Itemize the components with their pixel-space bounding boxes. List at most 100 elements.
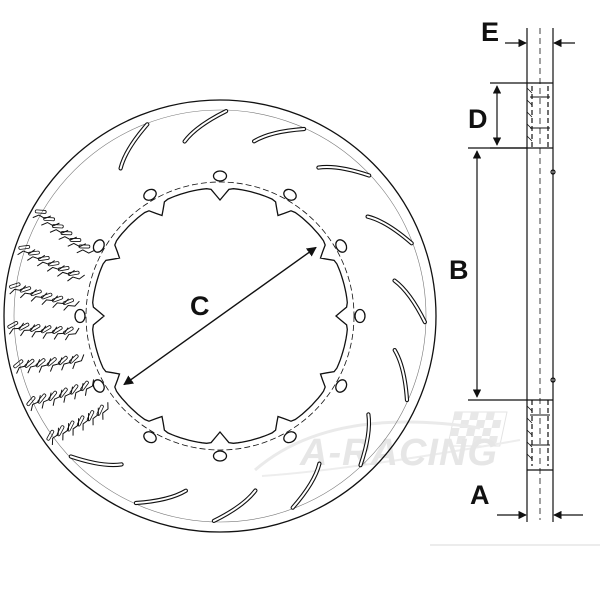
dimension-label-a: A [470,480,490,510]
drill-pattern-slot [18,322,30,331]
dimension-label-b: B [449,255,469,285]
drill-pattern-mark [51,427,59,445]
drill-pattern-mark [62,423,70,441]
drill-pattern-mark [72,418,80,436]
disc-slot-inner [359,413,370,467]
mounting-hole [212,170,228,182]
drill-pattern-mark [49,229,69,234]
drill-pattern-slot [51,224,64,229]
drill-pattern-mark [42,326,58,339]
dimension-c-arrow [123,246,317,386]
mounting-hole [354,308,366,324]
dimension-label-d: D [468,104,488,134]
drill-pattern-mark [46,265,65,272]
disc-slot-inner [134,489,187,504]
drill-pattern-slot [35,358,46,368]
drill-pattern-mark [84,379,95,396]
drill-pattern-mark [52,389,63,406]
drill-pattern-mark [16,359,30,374]
drill-pattern-slot [40,325,52,334]
dimension-a [497,470,583,522]
drill-pattern-slot [7,321,19,329]
disc-slot [211,488,258,523]
dimension-label-e: E [481,17,499,47]
drill-pattern-mark [61,355,74,371]
disc-slot-inner [393,279,426,324]
drill-pattern-slot [18,245,31,250]
drill-pattern-mark [36,260,55,267]
drill-pattern-mark [63,300,80,311]
drill-pattern-slot [48,390,58,401]
watermark-logo: A-RACING [254,411,521,477]
disc-slot-inner [119,123,149,170]
drill-pattern-mark [72,354,85,370]
brake-disc [3,99,437,533]
disc-slot [365,214,414,246]
drill-pattern-mark [64,327,80,341]
drill-pattern-slot [19,286,32,293]
drill-pattern-mark [27,254,46,261]
drill-pattern-slot [46,429,55,441]
drill-pattern-slot [41,292,53,300]
drill-pattern-mark [67,274,85,282]
drill-pattern-mark [30,395,41,412]
drill-pattern-mark [19,289,37,299]
drill-pattern-mark [57,269,75,277]
disc-slot-inner [317,166,371,177]
drill-pattern-slot [9,282,21,289]
disc-outer-edge [3,99,437,533]
drill-pattern-slot [30,289,42,297]
drill-pattern-mark [67,242,87,248]
drill-pattern-slot [43,216,56,222]
disc-slot-inner [393,349,408,402]
drill-pattern-slot [37,256,50,261]
drill-pattern-mark [102,402,109,420]
drill-pattern-slot [34,209,47,214]
disc-bolt-circle [85,181,355,451]
drill-pattern-mark [30,292,48,302]
drill-pattern-mark [58,236,78,241]
drill-pattern-mark [82,413,90,431]
mounting-hole [212,450,228,462]
drill-pattern-mark [9,285,27,295]
disc-slot-inner [212,489,257,522]
drill-pattern-mark [92,407,99,426]
disc-slot-inner [366,215,413,245]
disc-slot-inner [253,128,306,143]
disc-inner-rim-line [13,109,427,523]
dimension-label-c: C [190,291,210,321]
disc-slot [182,109,229,144]
drill-pattern-slot [56,425,65,437]
dimension-e [505,28,575,83]
drill-pattern-mark [76,249,96,254]
drill-pattern-mark [49,357,63,372]
drill-pattern-mark [63,386,74,403]
drill-pattern-slot [26,396,36,407]
mounting-hole [283,431,297,444]
disc-side-profile [526,28,556,520]
drill-pattern-mark [31,325,47,338]
disc-slot-inner [69,455,123,466]
disc-slot [252,126,307,144]
drill-pattern-mark [53,327,69,340]
disc-slot [392,278,427,325]
drill-pattern-mark [20,324,36,337]
disc-slot [118,122,150,171]
drill-pattern-mark [17,249,36,256]
drill-pattern-mark [32,214,52,220]
disc-slot-inner [183,110,228,143]
dimension-b [468,147,527,401]
disc-center-bore-outline [92,188,348,444]
drill-pattern-mark [52,298,69,309]
mounting-hole [74,308,86,324]
drill-pattern-slot [28,250,40,256]
mounting-hole [335,239,348,253]
disc-slot [392,348,410,403]
drill-pattern-mark [41,221,60,227]
dimension-d [490,82,527,149]
mounting-hole [335,379,348,393]
drill-pattern-slot [13,359,24,369]
disc-slot-inner [291,462,321,509]
mounting-hole [283,188,297,201]
drill-pattern-mark [38,358,52,373]
